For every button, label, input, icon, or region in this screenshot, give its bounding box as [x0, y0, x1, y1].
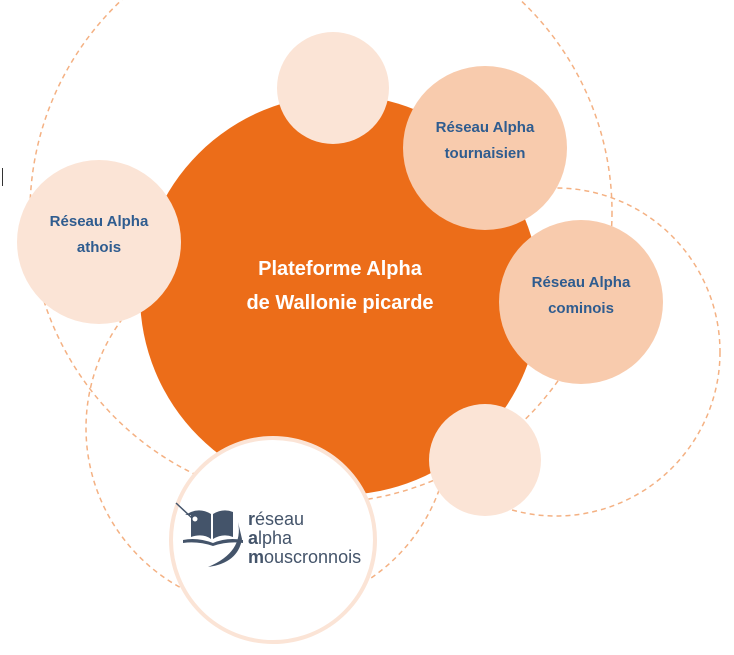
node-label-cominois: Réseau Alpha cominois: [532, 270, 631, 322]
node-line2: athois: [76, 239, 122, 256]
main-label: Plateforme Alpha de Wallonie picarde: [246, 252, 433, 320]
node-line1: Réseau Alpha: [49, 213, 149, 230]
logo-initial: r: [248, 509, 256, 529]
logo-text: réseau alpha mouscronnois: [248, 510, 361, 567]
main-label-line2: de Wallonie picarde: [246, 292, 434, 314]
circle-athois: [17, 160, 181, 324]
circle-bottom: [429, 404, 541, 516]
logo-word: ouscronnois: [264, 547, 362, 567]
node-line1: Réseau Alpha: [531, 274, 631, 291]
node-label-tournaisien: Réseau Alpha tournaisien: [436, 115, 535, 167]
circle-logo: [169, 436, 377, 644]
logo-word: éseau: [255, 509, 305, 529]
node-line2: tournaisien: [444, 145, 526, 162]
node-label-athois: Réseau Alpha athois: [50, 209, 149, 261]
circle-top: [277, 32, 389, 144]
circle-tournaisien: [403, 66, 567, 230]
book-icon: [175, 502, 243, 567]
logo-initial: a: [248, 528, 259, 548]
main-label-line1: Plateforme Alpha: [258, 258, 422, 280]
node-line1: Réseau Alpha: [435, 119, 535, 136]
logo-word: lpha: [258, 528, 293, 548]
logo-initial: m: [248, 547, 265, 567]
circle-cominois: [499, 220, 663, 384]
node-line2: cominois: [548, 300, 614, 317]
text-cursor: [2, 168, 3, 186]
